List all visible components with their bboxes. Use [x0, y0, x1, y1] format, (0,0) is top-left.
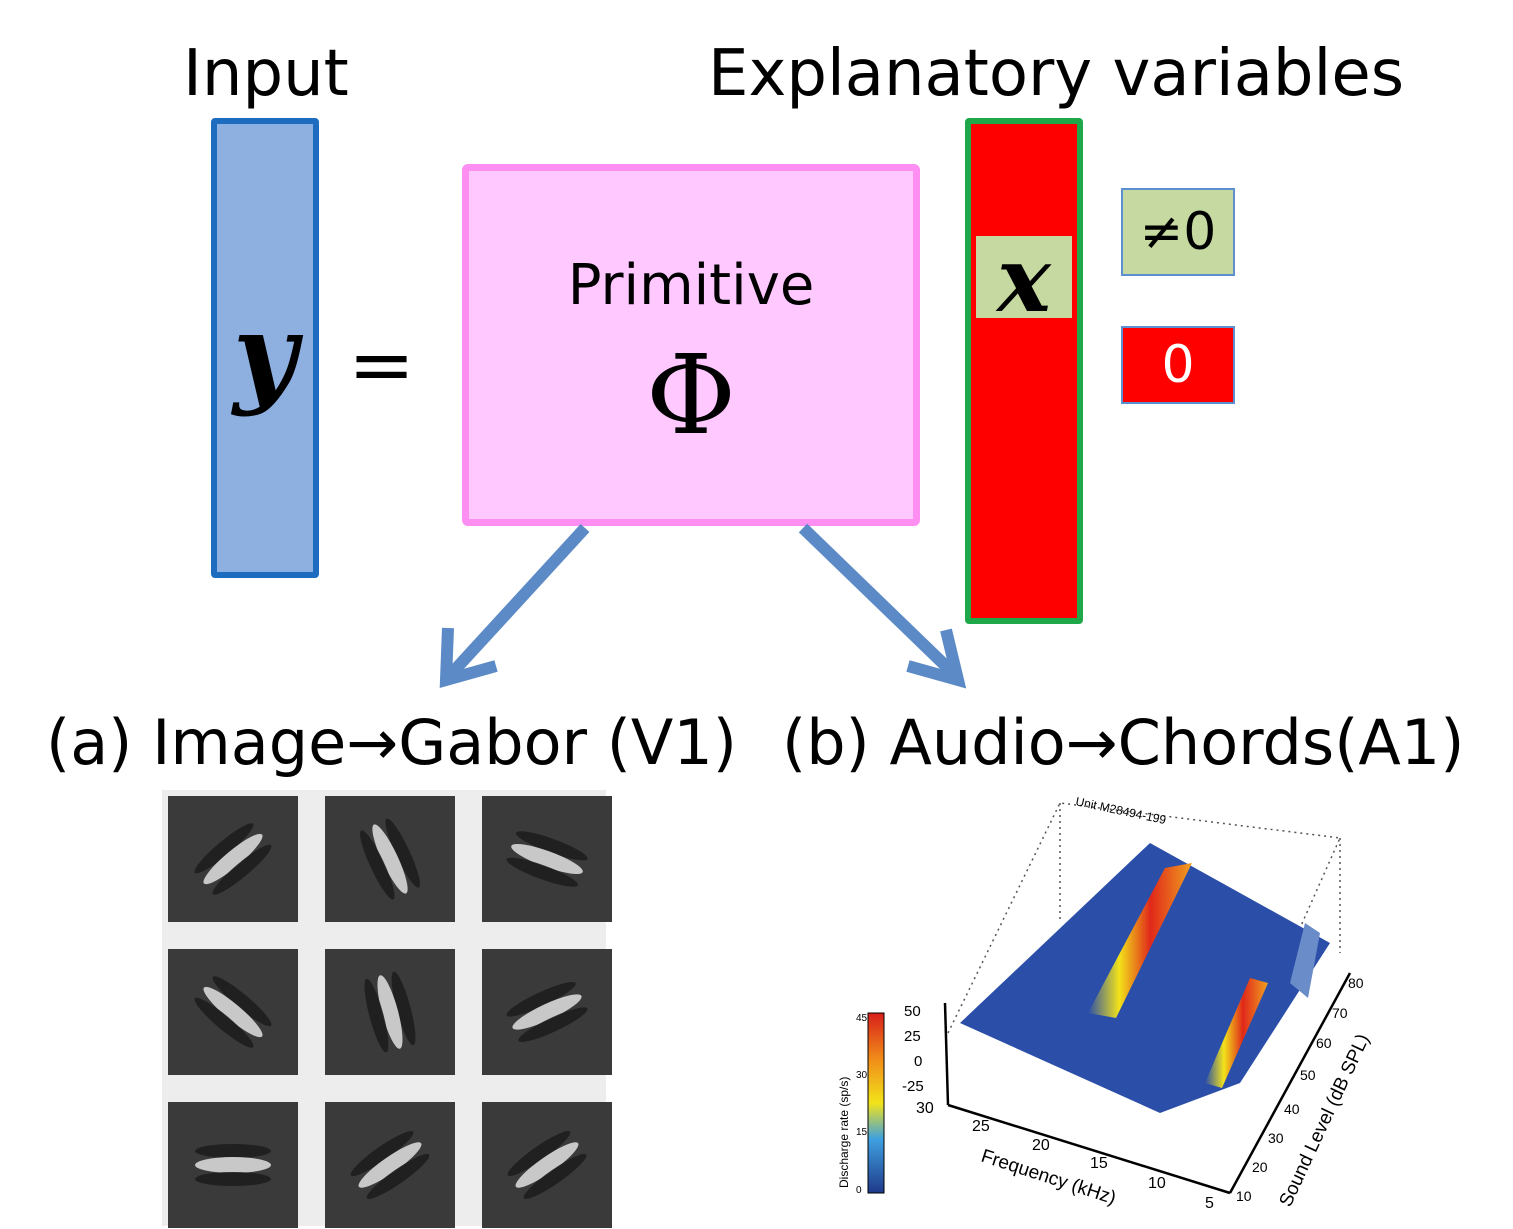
gabor-band	[515, 831, 588, 861]
z-tick-2: 0	[914, 1053, 922, 1070]
phi-symbol: Φ	[645, 331, 737, 459]
gabor-band	[195, 1144, 271, 1158]
gabor-filter	[168, 796, 298, 922]
colorbar-tick-3: 45	[856, 1013, 868, 1024]
colorbar-tick-0: 0	[856, 1185, 862, 1196]
caption-b: (b) Audio→Chords(A1)	[782, 706, 1465, 779]
gabor-band	[506, 857, 579, 887]
colorbar	[867, 1012, 885, 1194]
colorbar-tick-2: 30	[856, 1070, 868, 1081]
gabor-filter-grid	[162, 790, 612, 1228]
gabor-band	[511, 843, 583, 875]
gabor-band	[194, 997, 254, 1048]
y-symbol: y	[233, 289, 297, 418]
gabor-filter	[168, 1102, 298, 1228]
zero-legend: 0	[1121, 326, 1235, 404]
x-tick-5: 5	[1205, 1195, 1214, 1212]
y-tick-2: 30	[1268, 1130, 1284, 1146]
y-tick-4: 50	[1300, 1067, 1316, 1083]
gabor-band	[364, 978, 389, 1053]
gabor-band	[350, 1130, 414, 1177]
explanatory-vector-x: x	[965, 118, 1083, 624]
nonzero-legend: ≠0	[1121, 188, 1235, 276]
arrow-right-shaft	[798, 523, 958, 678]
y-tick-5: 60	[1316, 1035, 1332, 1051]
primitive-matrix-phi: Primitive Φ	[462, 164, 920, 526]
gabor-band	[518, 1007, 588, 1042]
gabor-band	[507, 1130, 571, 1177]
x-tick-3: 15	[1090, 1155, 1108, 1172]
y-tick-7: 80	[1348, 975, 1364, 991]
x-symbol: x	[997, 227, 1051, 333]
equals-sign: =	[348, 318, 416, 411]
response-surface	[960, 843, 1330, 1113]
response-ridge-secondary	[1205, 978, 1268, 1088]
x-tick-0: 30	[916, 1100, 934, 1117]
gabor-band	[512, 994, 582, 1030]
response-ridge-side	[1290, 923, 1320, 998]
gabor-band	[203, 833, 263, 885]
gabor-filter	[325, 1102, 455, 1228]
colorbar-label: Discharge rate (sp/s)	[837, 1077, 851, 1188]
z-tick-0: 50	[904, 1003, 921, 1020]
gabor-band	[212, 844, 272, 895]
gabor-filter	[482, 949, 612, 1075]
gabor-band	[523, 1153, 587, 1200]
gabor-band	[358, 1142, 422, 1188]
gabor-band	[391, 971, 416, 1046]
gabor-filter	[325, 796, 455, 922]
gabor-band	[194, 823, 254, 874]
gabor-band	[195, 1172, 271, 1186]
z-tick-1: 25	[904, 1028, 921, 1045]
y-axis-label: Sound Level (dB SPL)	[1275, 1031, 1373, 1210]
z-tick-3: -25	[902, 1078, 924, 1095]
x-tick-4: 10	[1148, 1175, 1166, 1192]
gabor-band	[212, 976, 272, 1027]
gabor-band	[203, 986, 263, 1038]
x-tick-1: 25	[972, 1118, 990, 1135]
gabor-filter	[482, 1102, 612, 1228]
primitive-label: Primitive	[567, 253, 815, 318]
nonzero-cell	[976, 236, 1072, 318]
gabor-band	[377, 975, 403, 1049]
colorbar-tick-1: 15	[856, 1127, 868, 1138]
gabor-filter	[168, 949, 298, 1075]
caption-a: (a) Image→Gabor (V1)	[46, 706, 737, 779]
arrow-left-head	[439, 627, 498, 688]
y-tick-0: 10	[1236, 1188, 1252, 1204]
arrow-right-head	[906, 628, 967, 689]
auditory-response-surface-plot: Unit M28494-199 Discharge rate (sp/s) 0 …	[837, 794, 1374, 1212]
input-title: Input	[183, 37, 349, 111]
response-ridge-main	[1088, 863, 1192, 1018]
gabor-band	[515, 1142, 579, 1188]
gabor-band	[360, 830, 395, 900]
arrow-left-shaft	[447, 523, 590, 678]
y-tick-3: 40	[1284, 1101, 1300, 1117]
gabor-band	[366, 1153, 430, 1200]
y-tick-1: 20	[1252, 1159, 1268, 1175]
explanatory-variables-title: Explanatory variables	[708, 37, 1405, 111]
gabor-filter	[482, 796, 612, 922]
gabor-band	[195, 1157, 271, 1173]
gabor-filter	[325, 949, 455, 1075]
unit-label: Unit M28494-199	[1074, 794, 1167, 827]
input-vector-y: y	[211, 118, 319, 578]
arrows	[439, 523, 967, 689]
gabor-band	[506, 982, 576, 1017]
gabor-band	[372, 824, 408, 894]
y-tick-6: 70	[1332, 1005, 1348, 1021]
x-tick-2: 20	[1032, 1137, 1050, 1154]
gabor-band	[385, 818, 420, 888]
